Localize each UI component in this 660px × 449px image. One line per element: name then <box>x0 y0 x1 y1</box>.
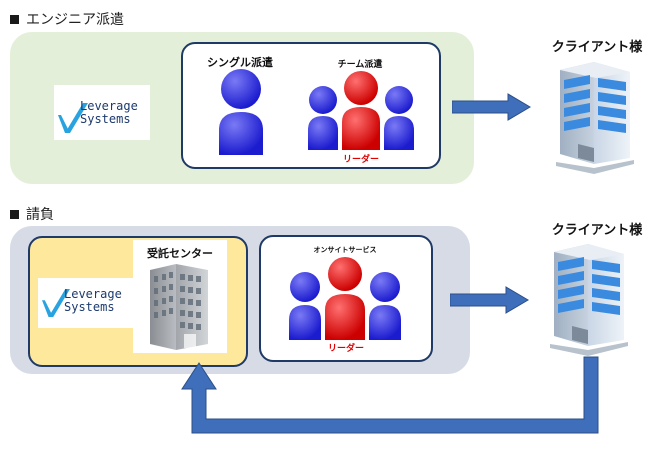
team-dispatch-label: チーム派遣 <box>337 60 383 70</box>
person-icon <box>219 69 263 155</box>
client-label-contract: クライアント様 <box>551 223 643 238</box>
team-people-group <box>308 71 414 150</box>
checkmark-logo-icon <box>42 289 70 317</box>
onsite-service-label: オンサイトサービス <box>313 246 377 254</box>
section-bullet <box>10 14 19 24</box>
section-title-dispatch: エンジニア派遣 <box>10 9 124 29</box>
single-dispatch-label: シングル派遣 <box>207 56 273 69</box>
arrow-right-icon <box>452 93 531 121</box>
return-arrow-icon <box>181 356 599 434</box>
team-people-group <box>289 257 401 340</box>
arrow-right-icon <box>450 286 529 314</box>
logo-word-2: Systems <box>80 111 131 126</box>
section-title-contract: 請負 <box>10 204 54 224</box>
logo-word-2: Systems <box>64 299 115 314</box>
leverage-systems-logo: Leverage Systems <box>38 278 136 328</box>
outsourcing-center-label: 受託センター <box>147 247 213 260</box>
section-title-contract-text: 請負 <box>26 207 54 223</box>
section-bullet <box>10 209 19 219</box>
office-building-icon <box>556 62 634 174</box>
leader-label-onsite: リーダー <box>327 344 364 354</box>
client-label-dispatch: クライアント様 <box>551 40 643 55</box>
leader-label-dispatch: リーダー <box>342 155 379 165</box>
office-building-icon <box>150 264 208 350</box>
checkmark-logo-icon <box>58 103 88 133</box>
section-title-dispatch-text: エンジニア派遣 <box>26 12 124 28</box>
logo-word-1: Leverage <box>64 287 122 301</box>
office-building-icon <box>550 244 628 356</box>
leverage-systems-logo: Leverage Systems <box>54 85 150 140</box>
logo-word-1: Leverage <box>80 99 138 113</box>
